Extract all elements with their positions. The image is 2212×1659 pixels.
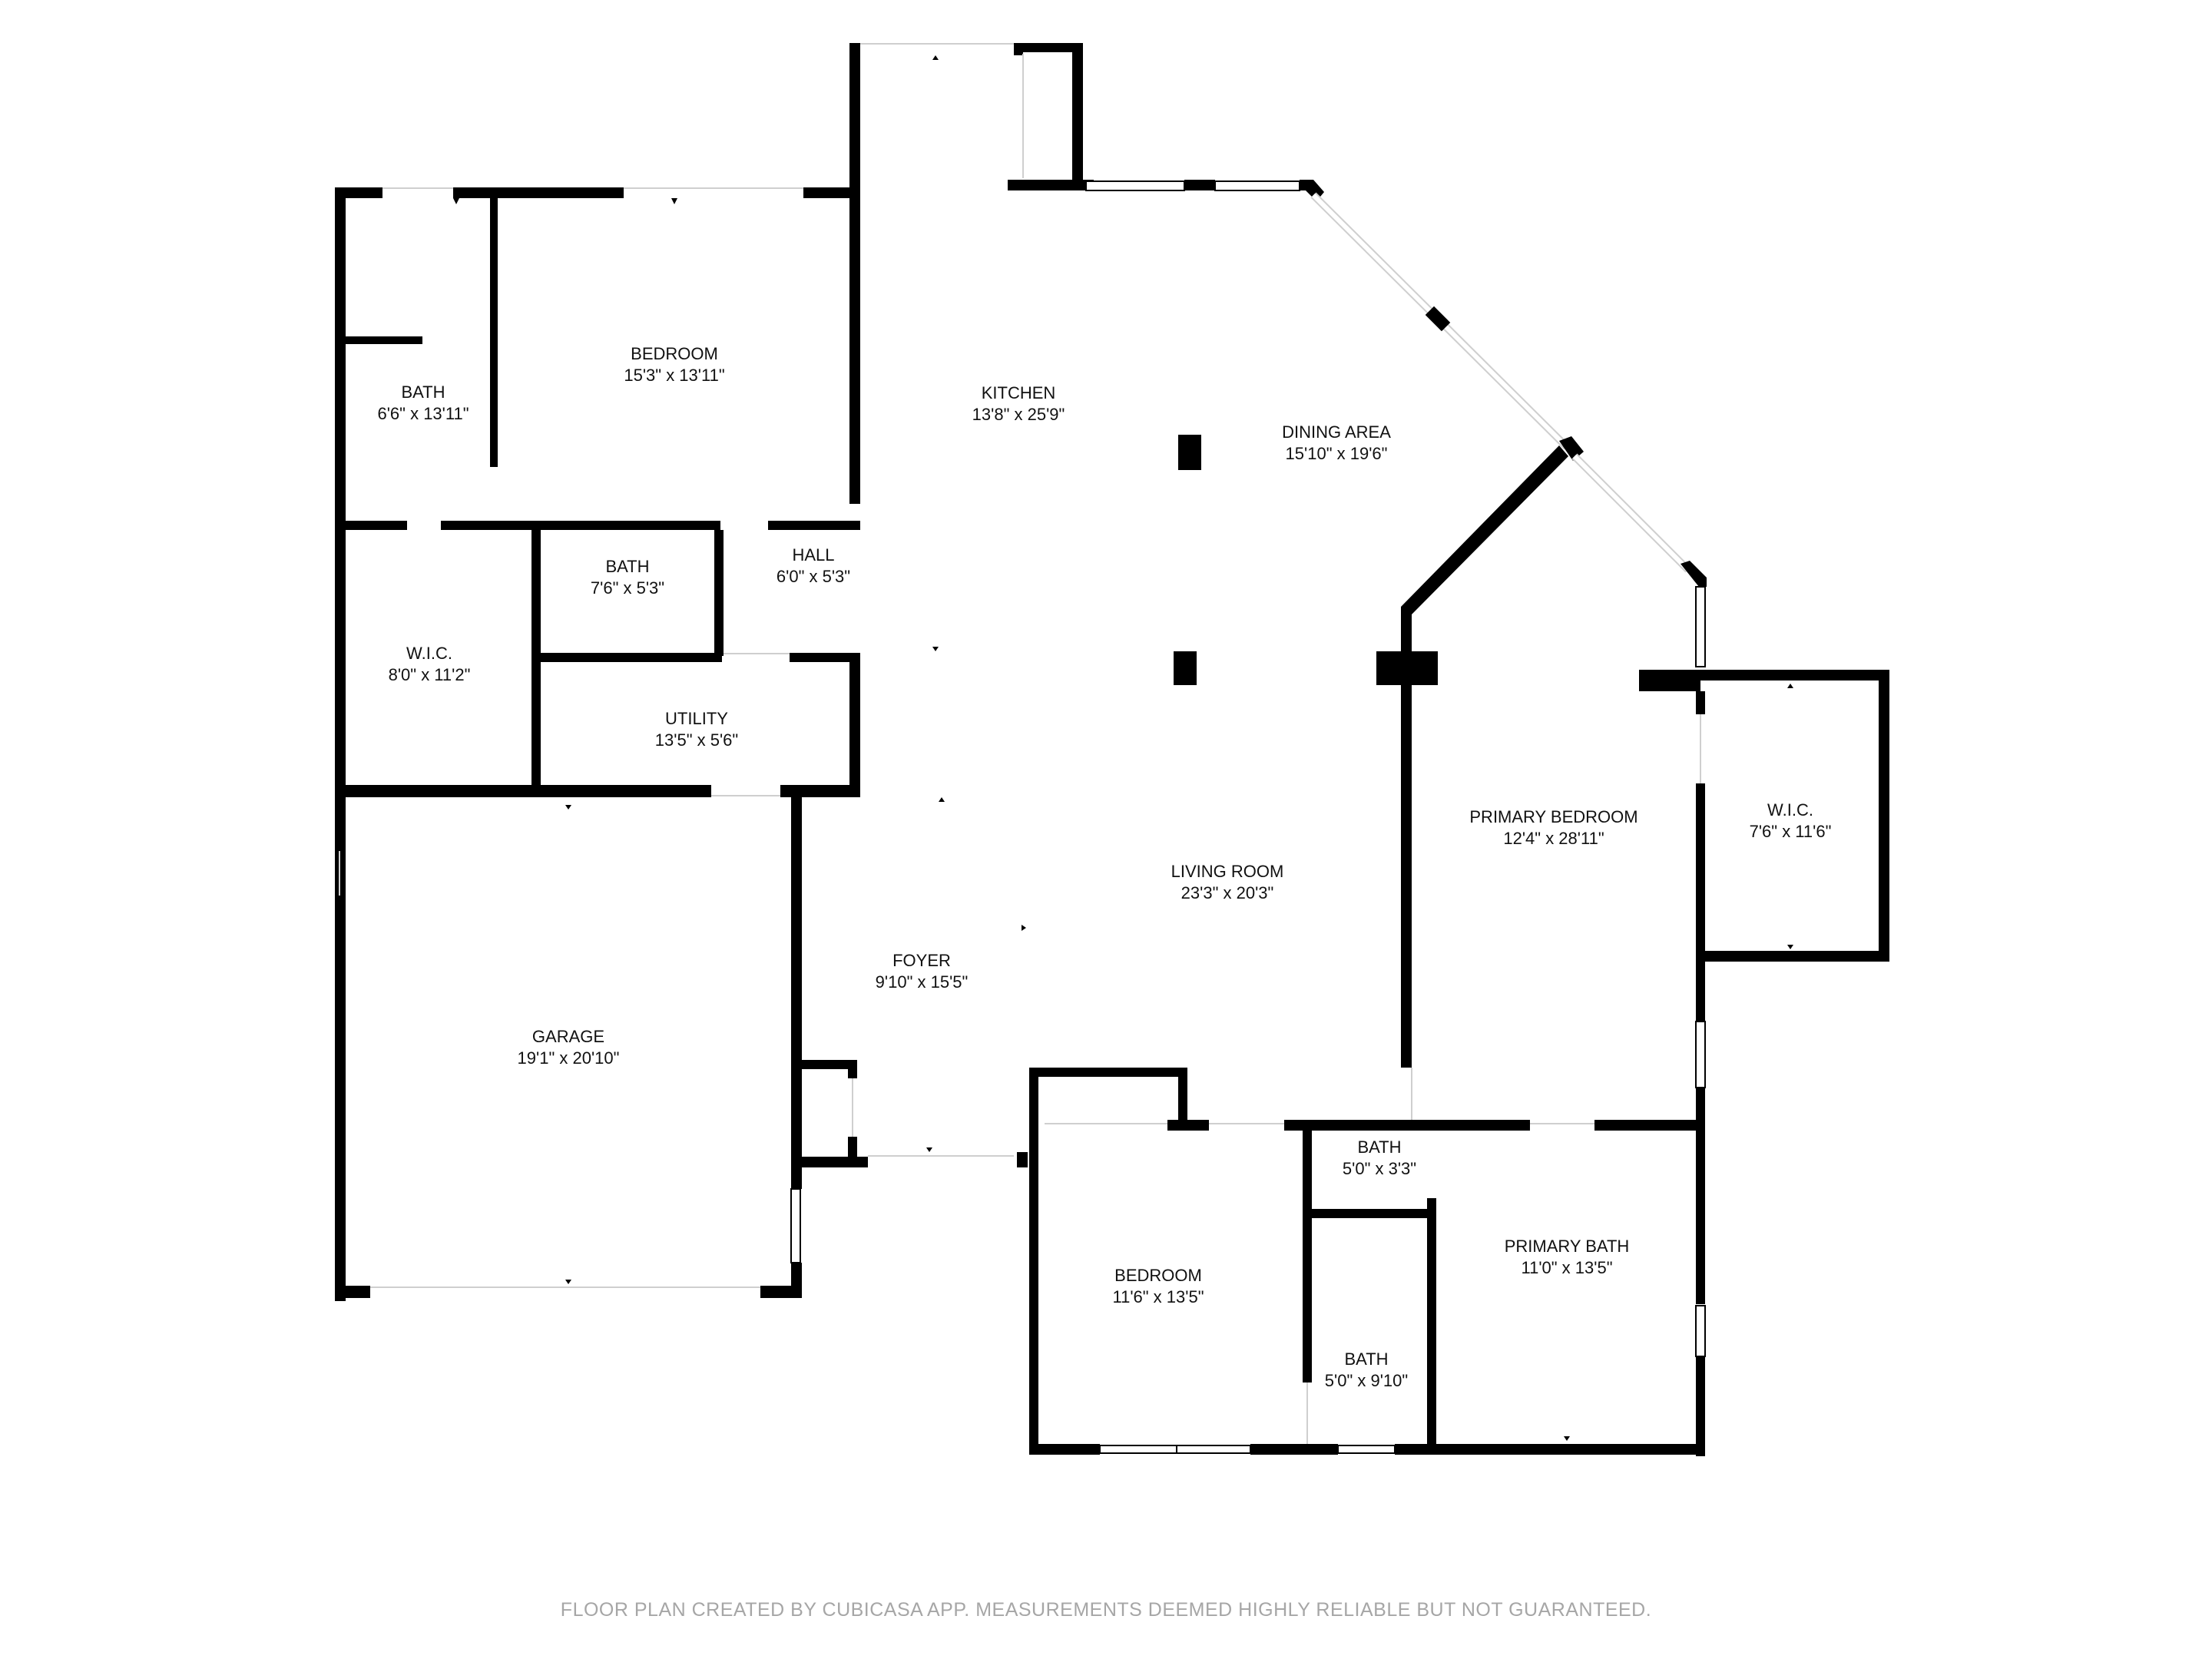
room-name: DINING AREA	[1282, 422, 1391, 442]
room-name: W.I.C.	[406, 644, 452, 663]
room-dimensions: 23'3" x 20'3"	[1181, 883, 1274, 902]
room-kitchen: KITCHEN 13'8" x 25'9"	[972, 382, 1065, 426]
room-bath-3: BATH 5'0" x 3'3"	[1343, 1137, 1416, 1180]
room-dining-area: DINING AREA 15'10" x 19'6"	[1282, 422, 1391, 465]
room-name: GARAGE	[531, 1027, 605, 1046]
room-foyer: FOYER 9'10" x 15'5"	[876, 950, 969, 993]
room-dimensions: 5'0" x 9'10"	[1324, 1371, 1409, 1390]
room-name: BATH	[1357, 1137, 1402, 1157]
room-dimensions: 13'5" x 5'6"	[654, 730, 739, 750]
room-name: KITCHEN	[981, 383, 1056, 402]
walls	[335, 43, 1889, 1456]
room-dimensions: 19'1" x 20'10"	[517, 1048, 620, 1068]
room-dimensions: 5'0" x 3'3"	[1342, 1159, 1417, 1178]
room-hall: HALL 6'0" x 5'3"	[777, 545, 850, 588]
room-name: FOYER	[892, 951, 951, 970]
disclaimer-text: FLOOR PLAN CREATED BY CUBICASA APP. MEAS…	[560, 1599, 1652, 1621]
room-dimensions: 11'6" x 13'5"	[1112, 1287, 1204, 1306]
room-name: PRIMARY BATH	[1504, 1237, 1630, 1256]
room-bath-4: BATH 5'0" x 9'10"	[1325, 1349, 1408, 1392]
room-bedroom-1: BEDROOM 15'3" x 13'11"	[624, 343, 724, 386]
room-name: BEDROOM	[631, 344, 718, 363]
room-dimensions: 15'3" x 13'11"	[624, 366, 725, 385]
room-dimensions: 9'10" x 15'5"	[875, 972, 969, 992]
room-dimensions: 6'6" x 13'11"	[377, 404, 469, 423]
room-wic-1: W.I.C. 8'0" x 11'2"	[389, 643, 471, 686]
room-name: LIVING ROOM	[1171, 862, 1284, 881]
room-dimensions: 8'0" x 11'2"	[388, 665, 471, 684]
room-name: W.I.C.	[1767, 800, 1813, 820]
room-name: BATH	[605, 557, 650, 576]
room-dimensions: 11'0" x 13'5"	[1521, 1258, 1613, 1277]
room-garage: GARAGE 19'1" x 20'10"	[518, 1026, 620, 1069]
room-bedroom-2: BEDROOM 11'6" x 13'5"	[1112, 1265, 1204, 1308]
room-dimensions: 7'6" x 11'6"	[1749, 822, 1832, 841]
room-name: HALL	[792, 545, 835, 565]
room-name: BATH	[1344, 1349, 1389, 1369]
room-dimensions: 12'4" x 28'11"	[1503, 829, 1604, 848]
room-dimensions: 13'8" x 25'9"	[972, 405, 1065, 424]
room-name: BATH	[401, 382, 445, 402]
room-dimensions: 6'0" x 5'3"	[776, 567, 851, 586]
room-bath-2: BATH 7'6" x 5'3"	[591, 556, 664, 599]
room-bath-1: BATH 6'6" x 13'11"	[377, 382, 469, 425]
room-dimensions: 7'6" x 5'3"	[590, 578, 665, 598]
room-primary-bath: PRIMARY BATH 11'0" x 13'5"	[1505, 1236, 1630, 1279]
room-name: UTILITY	[665, 709, 728, 728]
room-utility: UTILITY 13'5" x 5'6"	[655, 708, 738, 751]
room-name: PRIMARY BEDROOM	[1469, 807, 1638, 826]
room-name: BEDROOM	[1114, 1266, 1202, 1285]
room-dimensions: 15'10" x 19'6"	[1285, 444, 1388, 463]
dimension-markers	[453, 55, 1793, 1441]
room-wic-2: W.I.C. 7'6" x 11'6"	[1750, 800, 1832, 843]
room-living-room: LIVING ROOM 23'3" x 20'3"	[1171, 861, 1284, 904]
room-primary-bedroom: PRIMARY BEDROOM 12'4" x 28'11"	[1469, 806, 1637, 849]
